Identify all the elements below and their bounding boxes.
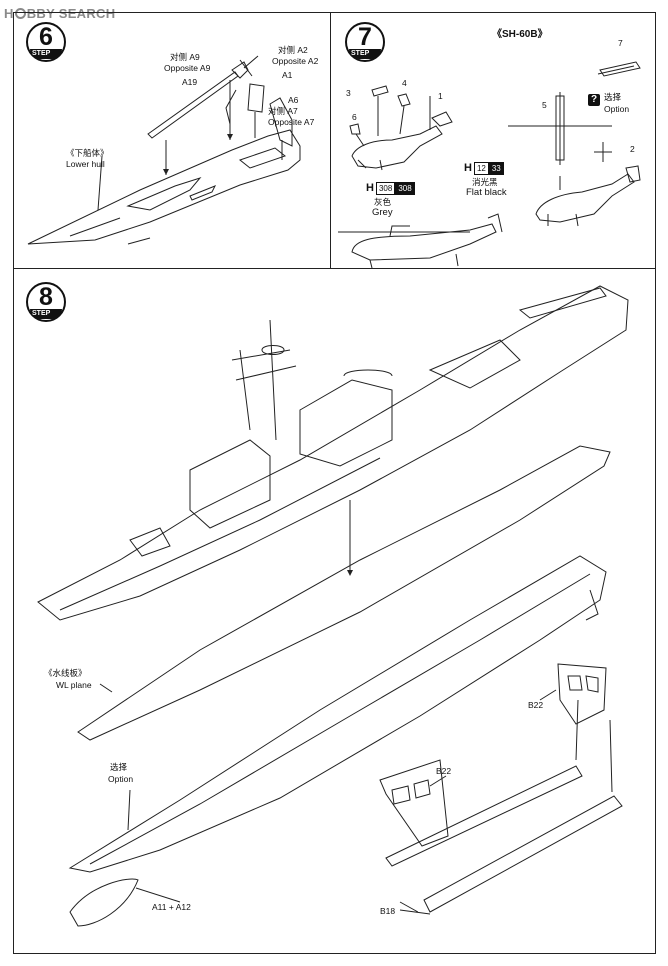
label-b18: B18 (380, 906, 396, 916)
helicopter-body-exploded (352, 126, 442, 168)
label-wl-cn: 《水线板》 (44, 668, 87, 678)
paint-grey-code-a: 308 (375, 182, 396, 195)
paint-grey-letter: H (366, 182, 374, 194)
stand-b22-top (558, 664, 606, 724)
part-label-1: 1 (438, 91, 443, 101)
lower-hull-part (28, 130, 300, 244)
bow-plate (70, 879, 138, 926)
paint-grey-en: Grey (372, 207, 393, 218)
superstructure-mid (300, 380, 392, 466)
label-a2-cn: 对侧 A2 (278, 45, 308, 55)
label-b22-top: B22 (528, 700, 544, 710)
paint-black-letter: H (464, 162, 472, 174)
step6-tag: STEP (30, 49, 62, 59)
step6-badge: 6 STEP (26, 22, 66, 62)
label-a9-cn: 对侧 A9 (170, 52, 200, 62)
label-a1: A1 (282, 70, 293, 80)
label-a2-en: Opposite A2 (272, 56, 319, 66)
part-label-5: 5 (542, 100, 547, 110)
step8-tag: STEP (30, 309, 62, 319)
paint-grey-cn: 灰色 (374, 197, 392, 207)
part-label-6: 6 (352, 112, 357, 122)
step7-title: 《SH-60B》 (492, 29, 548, 40)
lower-hull (70, 556, 606, 872)
paint-black-code-a: 12 (473, 162, 489, 175)
part-7 (598, 62, 640, 76)
label-wl-en: WL plane (56, 680, 92, 690)
mast (232, 320, 296, 440)
wl-plane (78, 446, 610, 740)
label-b22-mid: B22 (436, 766, 452, 776)
label-a11-a12: A11 + A12 (152, 902, 191, 912)
label-lower-hull-cn: 《下船体》 (66, 148, 109, 158)
helicopter-assembled (536, 174, 634, 222)
label-a9-en: Opposite A9 (164, 63, 211, 73)
tail-rotor (594, 142, 612, 162)
part-3 (372, 86, 388, 96)
upper-hull (38, 286, 628, 620)
option-question-icon: ? (588, 94, 600, 106)
watermark-logo: H BBY SEARCH (4, 6, 115, 21)
paint-black-code-b: 33 (488, 162, 504, 175)
part-label-2: 2 (630, 144, 635, 154)
step8-panel (13, 268, 656, 954)
part-label-3: 3 (346, 88, 351, 98)
label-a6: A6 (288, 95, 299, 105)
helicopter-profile (352, 224, 496, 260)
label-a7-cn: 对侧 A7 (268, 106, 298, 116)
paint-black-en: Flat black (466, 187, 507, 198)
base-b18-left (386, 766, 582, 866)
step7-tag: STEP (349, 49, 381, 59)
label-a19: A19 (182, 77, 198, 87)
part-label-7: 7 (618, 38, 623, 48)
part-4 (398, 94, 410, 106)
part-a6 (248, 84, 264, 112)
superstructure-forward (190, 440, 270, 528)
step6-number: 6 (39, 23, 53, 51)
label-lower-hull-en: Lower hull (66, 159, 105, 169)
step7-badge: 7 STEP (345, 22, 385, 62)
watermark-circle-icon (14, 8, 26, 19)
step7-option-en: Option (604, 104, 630, 114)
step7-number: 7 (358, 23, 372, 51)
watermark-text: BBY SEARCH (26, 6, 116, 21)
watermark-letter: H (4, 6, 14, 21)
stand-b22-mid (380, 760, 448, 846)
paint-grey-code-b: 308 (395, 182, 415, 195)
part-a7 (270, 98, 292, 146)
label-option-en: Option (108, 774, 134, 784)
label-a7-en: Opposite A7 (268, 117, 315, 127)
step8-badge: 8 STEP (26, 282, 66, 322)
step8-number: 8 (39, 283, 53, 311)
part-label-4: 4 (402, 78, 407, 88)
label-option-cn: 选择 (110, 762, 128, 772)
base-b18-right (424, 796, 622, 912)
step7-option-cn: 选择 (604, 92, 622, 102)
paint-black-cn: 消光黑 (472, 177, 498, 187)
part-6 (350, 124, 360, 134)
